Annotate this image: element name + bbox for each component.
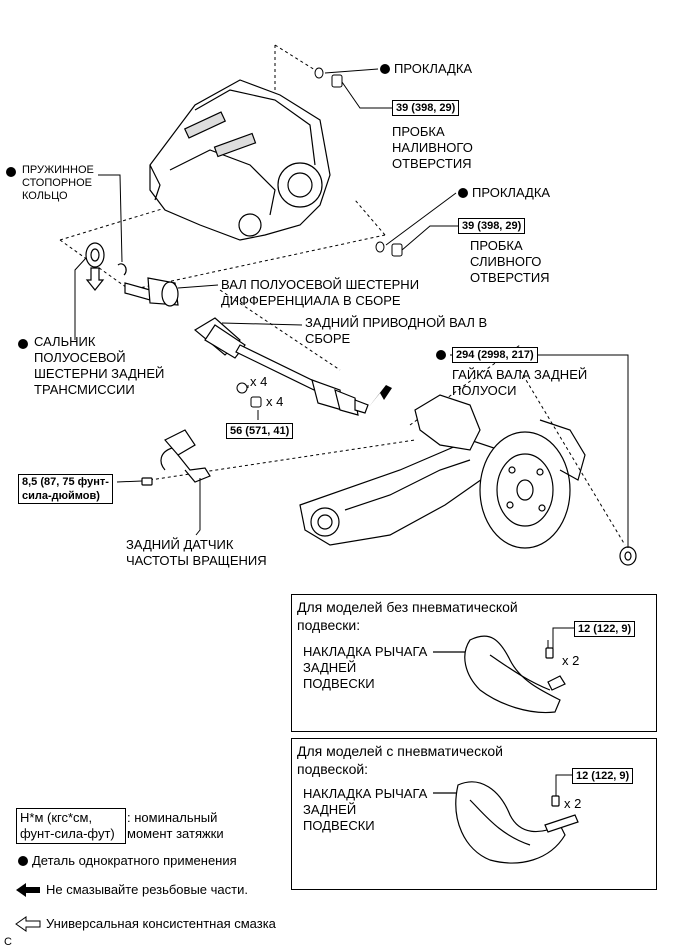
fill-plug-label: ПРОБКА НАЛИВНОГО ОТВЕРСТИЯ — [392, 124, 473, 171]
axle-hub-drawing — [414, 394, 586, 549]
legend-torque-box — [16, 808, 126, 844]
suspension-arm-drawing — [299, 439, 501, 546]
side-gear-shaft-drawing — [124, 277, 179, 307]
gasket-fill-label: ПРОКЛАДКА — [394, 61, 473, 76]
drain-plug-torque-box: 39 (398, 29) — [458, 218, 526, 234]
legend-no-grease: Не смазывайте резьбовые части. — [46, 882, 248, 897]
shaft-bolt-torque-box: 56 (571, 41) — [226, 423, 294, 439]
non-reusable-icon — [380, 64, 390, 74]
non-reusable-icon — [18, 339, 28, 349]
non-reusable-legend-icon — [18, 856, 28, 866]
panel-no-air-part-label: НАКЛАДКА РЫЧАГА ЗАДНЕЙ ПОДВЕСКИ — [303, 644, 428, 691]
figure-code: C — [4, 936, 12, 948]
outline-arrow-icon — [15, 916, 41, 932]
drive-shaft-drawing — [193, 317, 369, 416]
snap-ring-label: ПРУЖИННОЕ СТОПОРНОЕ КОЛЬЦО — [22, 164, 94, 202]
gasket-drain-label: ПРОКЛАДКА — [472, 185, 551, 200]
non-reusable-icon — [458, 188, 468, 198]
non-reusable-icon — [6, 167, 16, 177]
legend-grease: Универсальная консистентная смазка — [46, 916, 276, 931]
panel-no-air-qty: x 2 — [562, 653, 580, 668]
panel-no-air-suspension — [291, 594, 657, 732]
panel-air-suspension — [291, 738, 657, 890]
speed-sensor-label: ЗАДНИЙ ДАТЧИК ЧАСТОТЫ ВРАЩЕНИЯ — [126, 537, 267, 568]
no-grease-arrow-drawing — [368, 385, 392, 408]
panel-no-air-torque-box: 12 (122, 9) — [574, 621, 636, 637]
drive-shaft-label: ЗАДНИЙ ПРИВОДНОЙ ВАЛ В СБОРЕ — [305, 315, 488, 346]
legend-torque-units: Н*м (кгс*см, фунт-сила-фут) — [20, 810, 115, 841]
panel-air-qty: x 2 — [564, 796, 582, 811]
panel-air-title: Для моделей с пневматической подвеской: — [297, 743, 503, 777]
non-reusable-icon — [436, 350, 446, 360]
fill-plug-parts — [314, 67, 343, 88]
speed-sensor-drawing — [141, 429, 211, 486]
oil-seal-drawing — [85, 242, 105, 291]
drain-plug-label: ПРОБКА СЛИВНОГО ОТВЕРСТИЯ — [470, 238, 550, 285]
sensor-bolt-torque-box: 8,5 (87, 75 фунт- сила-дюймов) — [18, 474, 113, 504]
oil-seal-label: САЛЬНИК ПОЛУОСЕВОЙ ШЕСТЕРНИ ЗАДНЕЙ ТРАНС… — [34, 334, 165, 397]
nut-torque-box: 294 (2998, 217) — [452, 347, 538, 363]
legend-torque-desc: : номинальный момент затяжки — [127, 810, 224, 841]
snap-ring-drawing — [117, 263, 127, 276]
washer-qty: x 4 — [250, 374, 268, 389]
nut-label: ГАЙКА ВАЛА ЗАДНЕЙ ПОЛУОСИ — [452, 367, 588, 398]
side-gear-shaft-label: ВАЛ ПОЛУОСЕВОЙ ШЕСТЕРНИ ДИФФЕРЕНЦИАЛА В … — [221, 277, 420, 308]
legend-non-reusable: Деталь однократного применения — [32, 853, 237, 868]
panel-air-part-label: НАКЛАДКА РЫЧАГА ЗАДНЕЙ ПОДВЕСКИ — [303, 786, 428, 833]
shaft-nuts-drawing — [236, 382, 262, 408]
axle-nut-drawing — [619, 546, 637, 566]
panel-air-torque-box: 12 (122, 9) — [572, 768, 634, 784]
nut-qty: x 4 — [266, 394, 284, 409]
filled-arrow-icon — [16, 883, 40, 897]
panel-no-air-title: Для моделей без пневматической подвески: — [297, 599, 518, 633]
fill-plug-torque-box: 39 (398, 29) — [392, 100, 460, 116]
differential-housing — [149, 79, 331, 241]
